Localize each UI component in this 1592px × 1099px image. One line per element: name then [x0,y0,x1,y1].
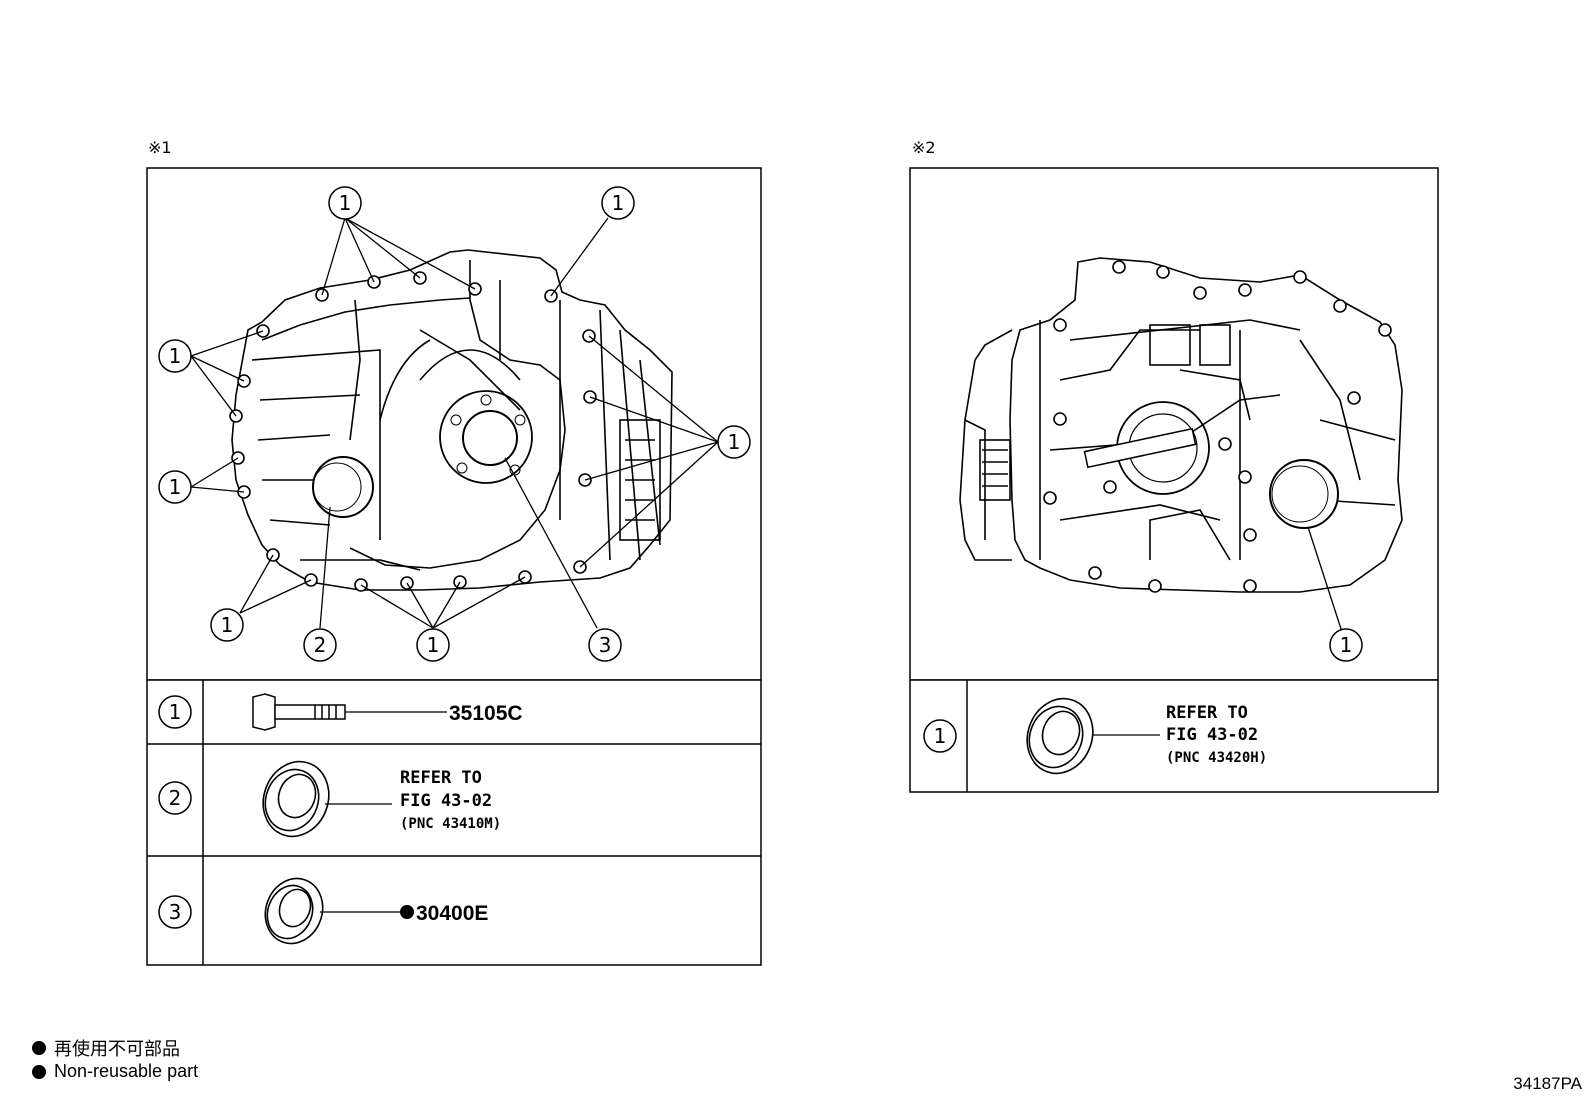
bolt-heads [1043,260,1392,593]
oil-seal-icon [264,877,324,945]
pnc-reference: (PNC 43420H) [1166,750,1267,766]
callout-label: 1 [169,475,182,499]
legend-english-text: Non-reusable part [54,1061,199,1081]
figure-reference: FIG 43-02 [400,791,492,811]
callout-label: 3 [599,633,612,657]
refer-to-text: REFER TO [400,768,482,788]
pnc-reference: (PNC 43410M) [400,816,501,832]
callout-label: 1 [339,191,352,215]
legend-japanese: 再使用不可部品 [32,1035,180,1061]
callout-label: 1 [221,613,234,637]
callout-label: 1 [169,344,182,368]
transaxle-case-rear [959,257,1403,593]
non-reusable-dot-icon [32,1041,46,1055]
bolt-icon [252,693,346,731]
row-number: 1 [934,724,947,748]
legend-japanese-text: 再使用不可部品 [54,1039,180,1060]
row-number: 1 [169,700,182,724]
callout-label: 1 [1340,633,1353,657]
callout-label: 2 [314,633,327,657]
oil-seal-icon [1026,697,1094,775]
row-number: 2 [169,786,182,810]
figure-reference: FIG 43-02 [1166,725,1258,745]
non-reusable-dot-icon [32,1064,46,1079]
legend-english: Non-reusable part [32,1061,198,1082]
diagram-2-parts-table: 1 REFER TO FIG 43-02 (PNC 43420H) [909,679,1439,793]
diagram-1-parts-table: 1 35105C 2 REFER TO FIG 43-02 (PNC 43410… [146,679,762,966]
callout-label: 1 [728,430,741,454]
figure-id: 34187PA [1513,1074,1582,1093]
part-code-oil-seal: 30400E [416,902,488,925]
refer-to-text: REFER TO [1166,703,1248,723]
diagram-1-leader-lines [190,217,719,629]
callout-label: 1 [427,633,440,657]
row-number: 3 [169,900,182,924]
part-code-bolt: 35105C [449,702,523,725]
oil-seal-icon [262,760,330,838]
callout-label: 1 [612,191,625,215]
transaxle-case-front [231,249,673,591]
diagram-1-marker: ※1 [148,138,172,157]
non-reusable-dot-icon [400,905,414,919]
diagram-2-marker: ※2 [912,138,936,157]
diagram-1-callouts: 1 1 1 1 1 1 1 2 3 [158,186,751,662]
